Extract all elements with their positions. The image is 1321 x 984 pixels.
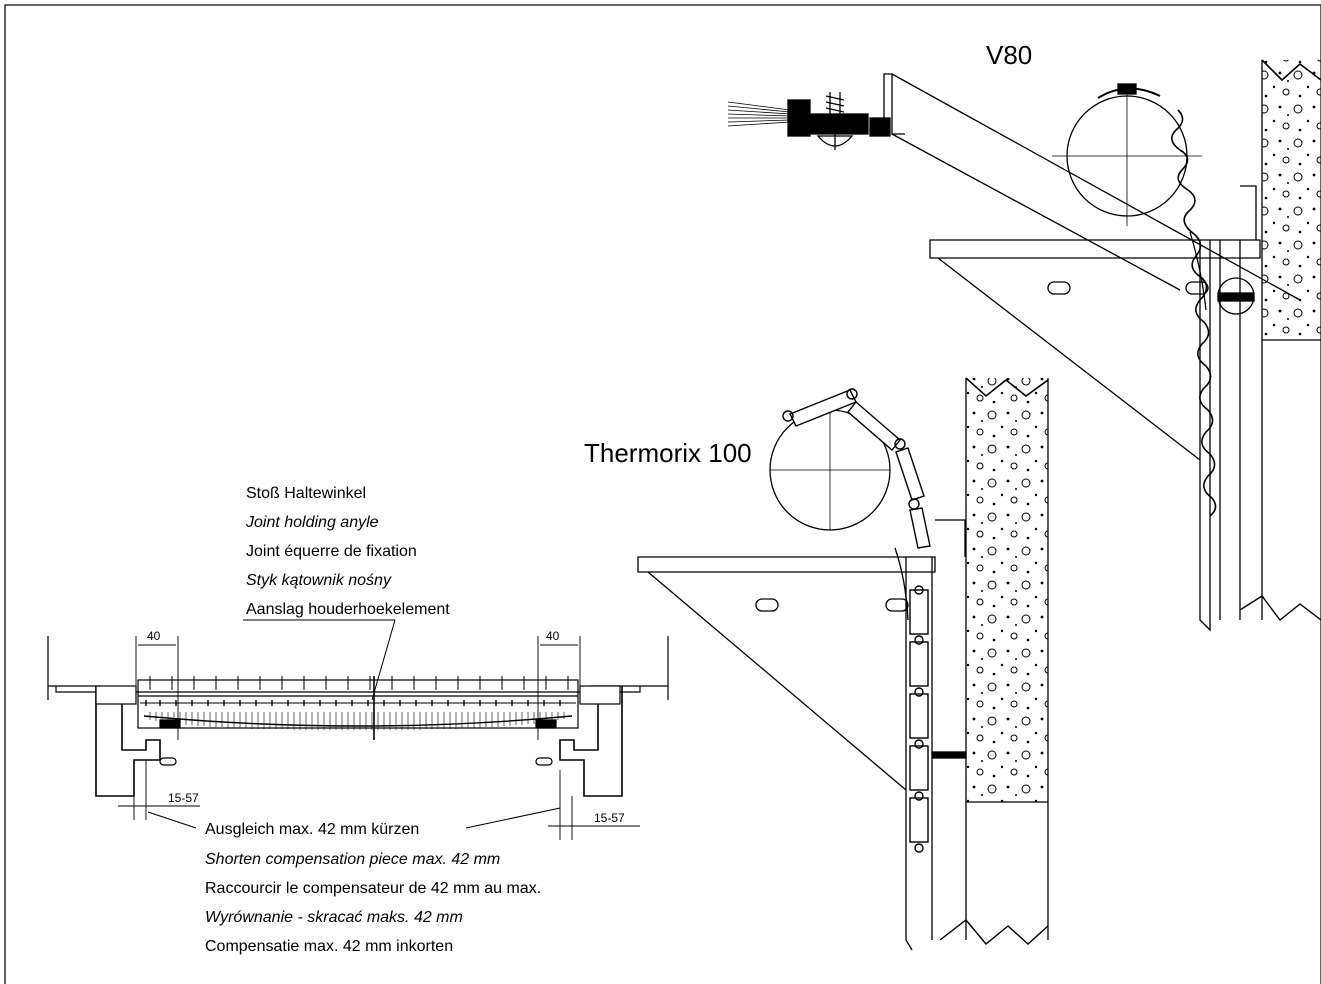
compensation-note-pl: Wyrównanie - skracać maks. 42 mm xyxy=(205,909,463,926)
dimension-range-right: 15-57 xyxy=(594,811,625,825)
slat-chain xyxy=(782,388,931,549)
thermorix-wall xyxy=(966,378,1048,802)
joint-note-pl: Styk kątownik nośny xyxy=(246,572,392,589)
joint-note-fr: Joint équerre de fixation xyxy=(246,543,417,560)
thermorix-console xyxy=(637,556,936,573)
joint-notes: Stoß Haltewinkel Joint holding anyle Joi… xyxy=(245,485,450,618)
joint-note-de: Stoß Haltewinkel xyxy=(246,485,366,502)
drawing-frame xyxy=(4,4,1321,984)
joint-note-en: Joint holding anyle xyxy=(245,514,379,531)
screw-icon xyxy=(816,92,854,150)
compensation-leader-right xyxy=(465,807,561,829)
v80-wall xyxy=(1262,60,1321,340)
v80-label: V80 xyxy=(986,40,1032,70)
compensation-note-nl: Compensatie max. 42 mm inkorten xyxy=(205,938,453,955)
right-profile xyxy=(559,686,623,797)
brush-strip xyxy=(727,101,791,127)
thermorix-label: Thermorix 100 xyxy=(584,438,752,468)
left-profile xyxy=(95,686,161,797)
dimension-range-left: 15-57 xyxy=(168,791,199,805)
compensation-leader-left xyxy=(147,811,197,829)
plan-view xyxy=(47,619,669,840)
compensation-note-de: Ausgleich max. 42 mm kürzen xyxy=(205,821,419,838)
compensation-note-fr: Raccourcir le compensateur de 42 mm au m… xyxy=(205,880,541,897)
compensation-note-en: Shorten compensation piece max. 42 mm xyxy=(205,851,500,868)
dimension-width-right: 40 xyxy=(546,629,560,643)
v80-curtain xyxy=(1171,109,1217,517)
joint-note-nl: Aanslag houderhoekelement xyxy=(246,601,450,618)
dimension-width-left: 40 xyxy=(147,629,161,643)
compensation-notes: Ausgleich max. 42 mm kürzen Shorten comp… xyxy=(205,821,541,955)
brush-mat xyxy=(137,679,579,729)
v80-detail xyxy=(727,59,1321,632)
v80-console xyxy=(929,239,1261,259)
vertical-slats xyxy=(909,585,929,853)
brush-holder xyxy=(787,99,811,137)
thermorix-detail xyxy=(637,377,1049,951)
